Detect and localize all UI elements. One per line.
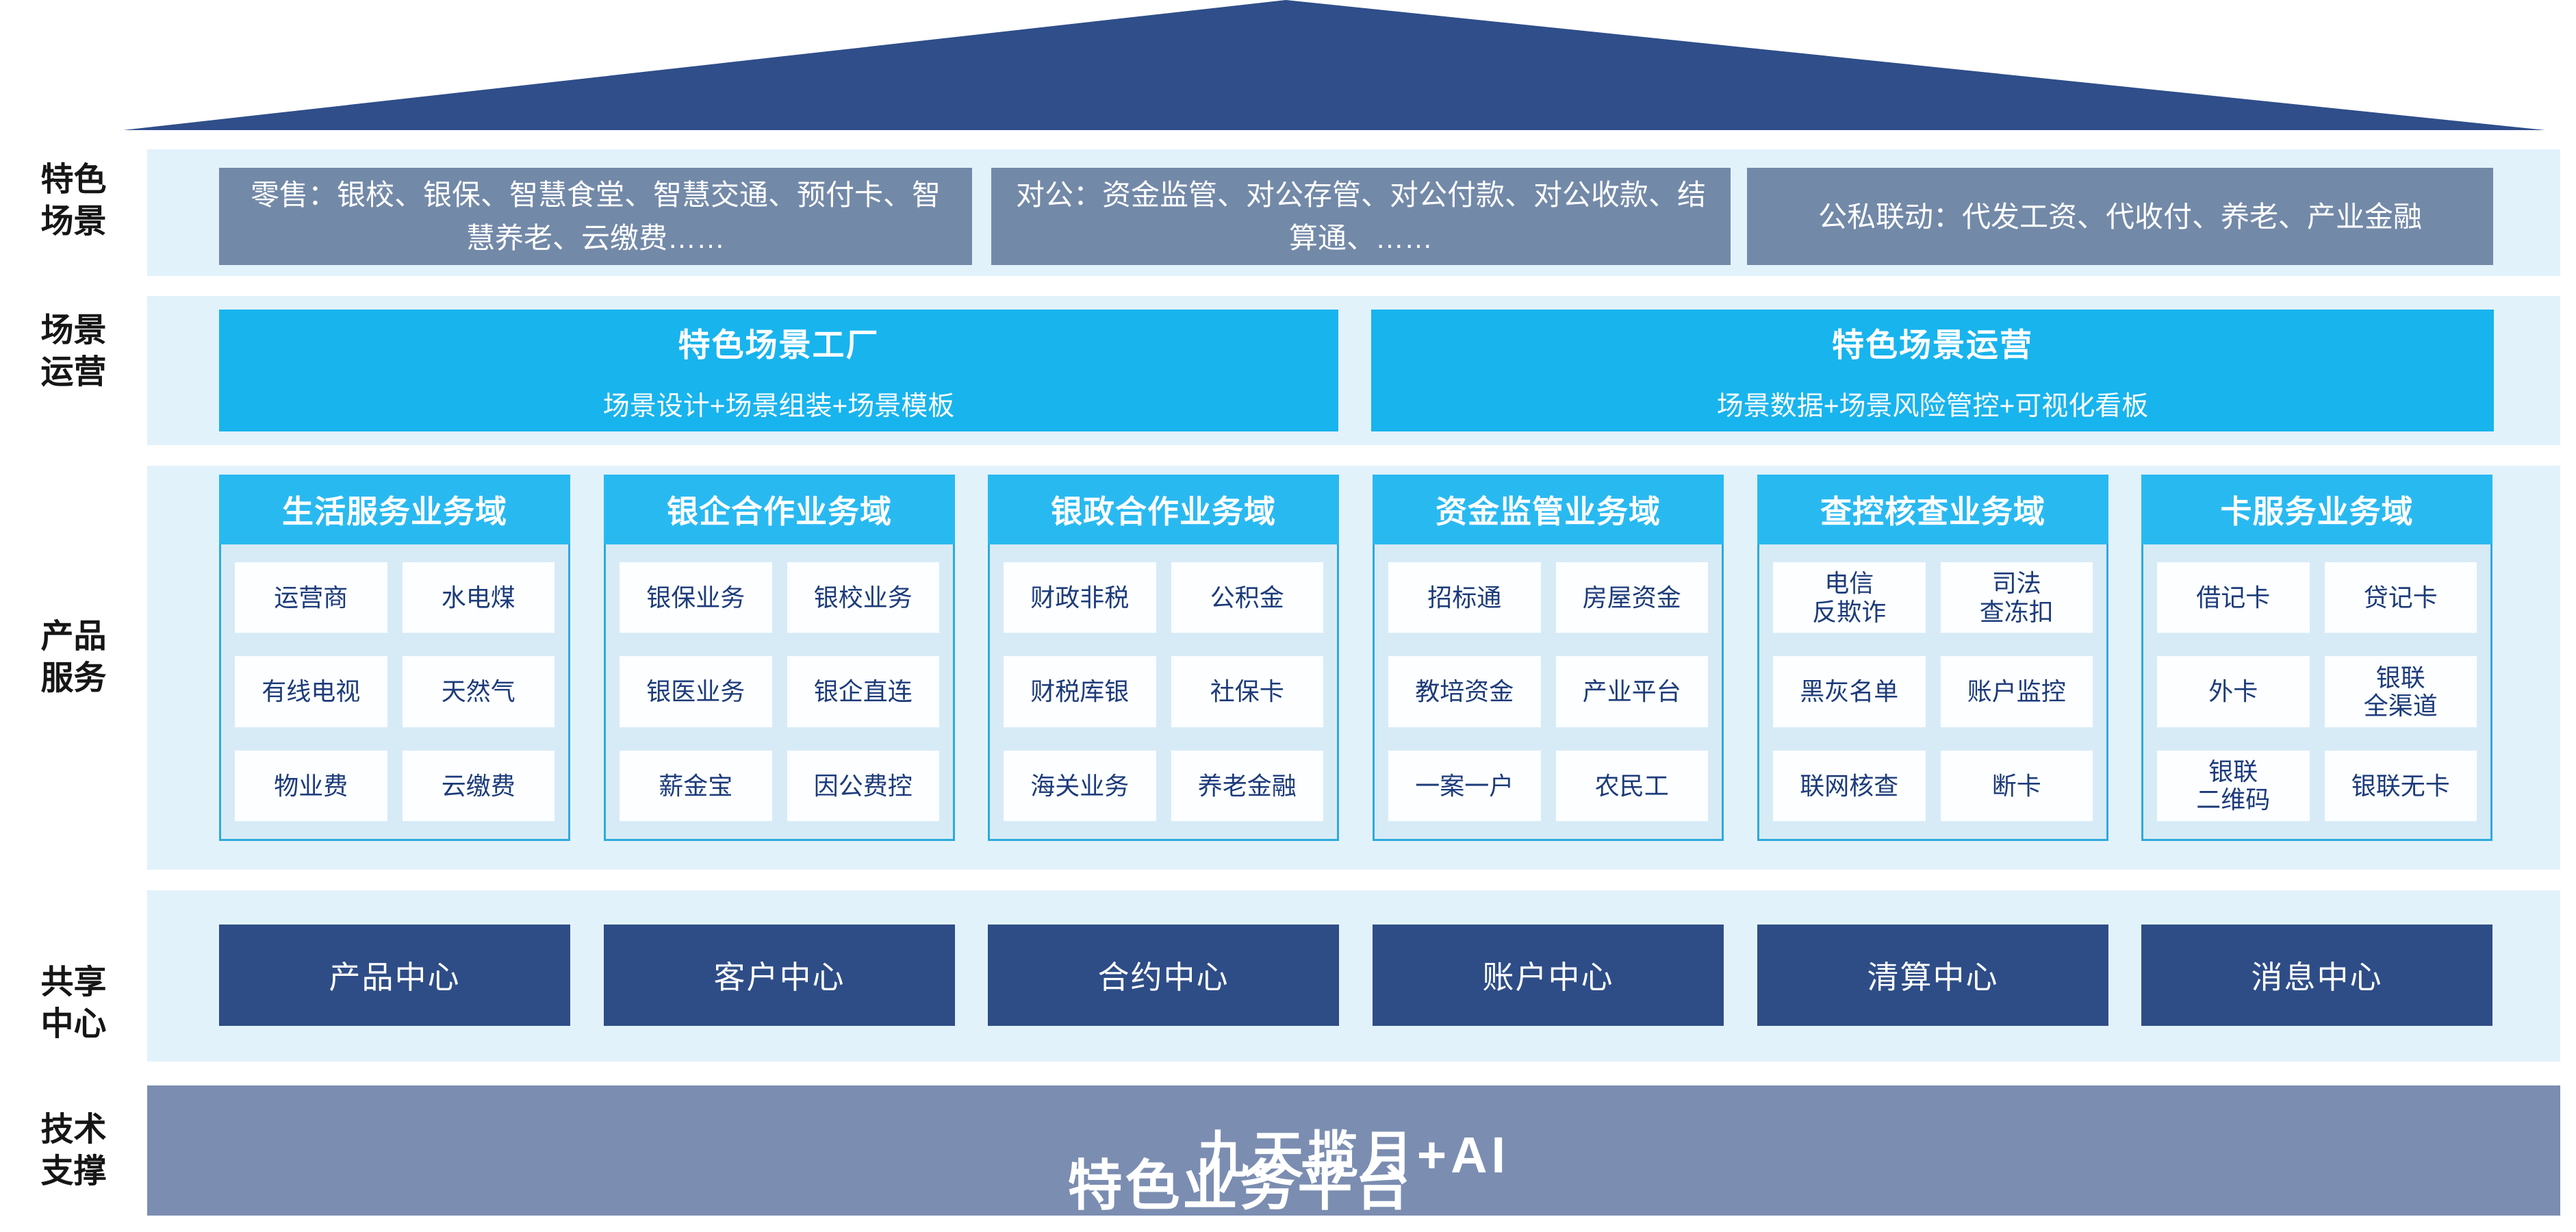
domain-item: 云缴费 (402, 750, 554, 821)
domain-item: 养老金融 (1171, 750, 1323, 821)
center-box-product: 产品中心 (219, 925, 570, 1026)
domain-item: 外卡 (2157, 656, 2310, 727)
domain-body: 招标通 房屋资金 教培资金 产业平台 一案一户 农民工 (1373, 544, 1724, 841)
domain-body: 运营商 水电煤 有线电视 天然气 物业费 云缴费 (219, 544, 570, 841)
domain-item: 招标通 (1388, 562, 1541, 633)
domain-item: 司法 查冻扣 (1940, 562, 2093, 633)
domain-header: 卡服务业务域 (2141, 475, 2492, 544)
operation-box-subtitle: 场景设计+场景组装+场景模板 (602, 391, 955, 421)
tech-banner-label: 九天揽月+AI (1197, 1126, 1510, 1183)
domain-body: 银保业务 银校业务 银医业务 银企直连 薪金宝 因公费控 (604, 544, 955, 841)
domain-header: 银政合作业务域 (988, 475, 1339, 544)
domain-header: 生活服务业务域 (219, 475, 570, 544)
domain-item: 电信 反欺诈 (1773, 562, 1926, 633)
domain-header: 银企合作业务域 (604, 475, 955, 544)
domain-item: 财税库银 (1004, 656, 1156, 727)
domain-item: 银联 全渠道 (2324, 656, 2477, 727)
domain-item: 银医业务 (620, 656, 772, 727)
domain-body: 借记卡 贷记卡 外卡 银联 全渠道 银联 二维码 银联无卡 (2141, 544, 2492, 841)
operation-box-title: 特色场景运营 (1832, 326, 2033, 363)
domain-column-card-services: 卡服务业务域 借记卡 贷记卡 外卡 银联 全渠道 银联 二维码 银联无卡 (2141, 475, 2492, 841)
domain-item: 账户监控 (1940, 656, 2093, 727)
rail-label-tech-support: 技术 支撑 (40, 1111, 107, 1190)
center-box-customer: 客户中心 (604, 925, 955, 1026)
domain-item: 公积金 (1171, 562, 1323, 633)
domain-item: 海关业务 (1004, 750, 1156, 821)
domain-column-fund-supervision: 资金监管业务域 招标通 房屋资金 教培资金 产业平台 一案一户 农民工 (1373, 475, 1724, 841)
domain-item: 一案一户 (1388, 750, 1541, 821)
domain-item: 财政非税 (1004, 562, 1156, 633)
domain-item: 水电煤 (402, 562, 554, 633)
center-box-account: 账户中心 (1373, 925, 1724, 1026)
tech-banner (147, 1085, 2560, 1216)
domain-item: 薪金宝 (620, 750, 772, 821)
domain-column-bank-government: 银政合作业务域 财政非税 公积金 财税库银 社保卡 海关业务 养老金融 (988, 475, 1339, 841)
operation-box-title: 特色场景工厂 (678, 326, 880, 363)
domain-item: 因公费控 (787, 750, 939, 821)
domain-column-inquiry-control: 查控核查业务域 电信 反欺诈 司法 查冻扣 黑灰名单 账户监控 联网核查 断卡 (1757, 475, 2108, 841)
rail-label-scene: 特色 场景 (40, 162, 107, 240)
domain-item: 银企直连 (787, 656, 939, 727)
rail-label-operation: 场景 运营 (40, 312, 107, 391)
domain-column-bank-enterprise: 银企合作业务域 银保业务 银校业务 银医业务 银企直连 薪金宝 因公费控 (604, 475, 955, 841)
operation-box-scene-factory: 特色场景工厂 场景设计+场景组装+场景模板 (219, 310, 1338, 431)
domain-item: 银联无卡 (2324, 750, 2477, 821)
domain-item: 借记卡 (2157, 562, 2310, 633)
scene-box-corporate: 对公：资金监管、对公存管、对公付款、对公收款、结算通、…… (991, 168, 1731, 265)
domain-item: 农民工 (1555, 750, 1708, 821)
domain-item: 社保卡 (1171, 656, 1323, 727)
domain-item: 银保业务 (620, 562, 772, 633)
domain-column-life-services: 生活服务业务域 运营商 水电煤 有线电视 天然气 物业费 云缴费 (219, 475, 570, 841)
page-title: 特色业务平台 (1067, 1155, 1413, 1216)
roof-shape (123, 0, 2545, 130)
domain-body: 财政非税 公积金 财税库银 社保卡 海关业务 养老金融 (988, 544, 1339, 841)
domain-item: 银校业务 (787, 562, 939, 633)
rail-label-shared-center: 共享 中心 (40, 964, 107, 1043)
domain-item: 银联 二维码 (2157, 750, 2310, 821)
scene-box-retail: 零售：银校、银保、智慧食堂、智慧交通、预付卡、智慧养老、云缴费…… (219, 168, 972, 265)
domain-item: 联网核查 (1773, 750, 1926, 821)
domain-item: 教培资金 (1388, 656, 1541, 727)
domain-item: 黑灰名单 (1773, 656, 1926, 727)
center-box-message: 消息中心 (2141, 925, 2492, 1026)
domain-item: 断卡 (1940, 750, 2093, 821)
domain-header: 资金监管业务域 (1373, 475, 1724, 544)
operation-box-subtitle: 场景数据+场景风险管控+可视化看板 (1716, 391, 2149, 421)
scene-box-public-private: 公私联动：代发工资、代收付、养老、产业金融 (1747, 168, 2493, 265)
domain-item: 运营商 (235, 562, 387, 633)
center-box-clearing: 清算中心 (1757, 925, 2108, 1026)
operation-box-scene-operation: 特色场景运营 场景数据+场景风险管控+可视化看板 (1371, 310, 2494, 431)
domain-item: 贷记卡 (2324, 562, 2477, 633)
center-box-contract: 合约中心 (988, 925, 1339, 1026)
domain-body: 电信 反欺诈 司法 查冻扣 黑灰名单 账户监控 联网核查 断卡 (1757, 544, 2108, 841)
domain-item: 产业平台 (1555, 656, 1708, 727)
rail-label-product: 产品 服务 (40, 618, 107, 697)
domain-item: 房屋资金 (1555, 562, 1708, 633)
domain-item: 物业费 (235, 750, 387, 821)
domain-item: 天然气 (402, 656, 554, 727)
domain-item: 有线电视 (235, 656, 387, 727)
domain-header: 查控核查业务域 (1757, 475, 2108, 544)
